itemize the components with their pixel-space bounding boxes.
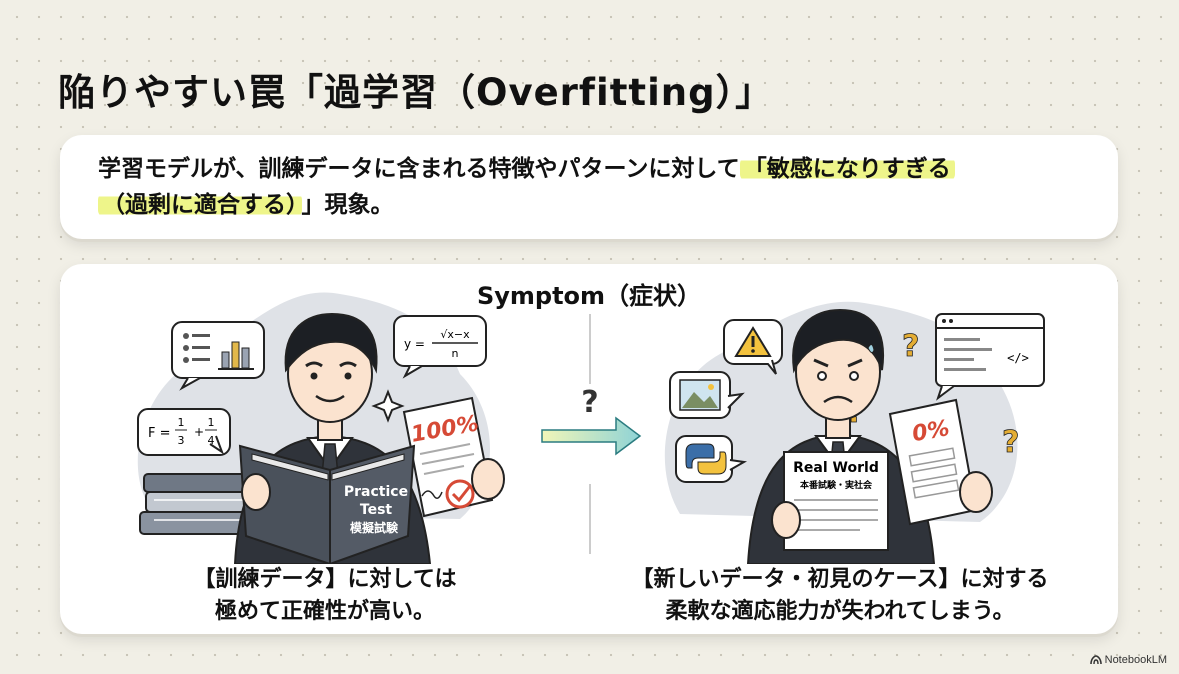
question-mark-icon: ?: [1002, 425, 1019, 460]
left-scene: y = √x−x n F = 1 3 + 1 4: [137, 292, 505, 564]
symptom-card: Symptom（症状） y = √x−x: [60, 264, 1118, 634]
definition-before: 学習モデルが、訓練データに含まれる特徴やパターンに対して: [98, 156, 740, 182]
formula-y: y =: [404, 337, 425, 351]
score-paper-100: 100%: [402, 396, 494, 518]
code-tag: </>: [1007, 351, 1029, 365]
transition-arrow: ?: [541, 314, 642, 554]
caption-right: 【新しいデータ・初見のケース】に対する柔軟な適応能力が失われてしまう。: [620, 564, 1060, 628]
book-label-test: Test: [360, 502, 393, 518]
frac2-den: 4: [208, 434, 215, 447]
notebooklm-logo-icon: [1089, 655, 1102, 665]
definition-text: 学習モデルが、訓練データに含まれる特徴やパターンに対して「敏感になりすぎる （過剰…: [98, 151, 1098, 223]
formula-bubble: y = √x−x n: [393, 315, 487, 379]
question-mark-center: ?: [581, 385, 598, 420]
sparkle-icon: [371, 389, 405, 423]
frac-plus: +: [194, 425, 204, 439]
page-title: 陥りやすい罠「過学習（Overfitting）」: [58, 71, 774, 114]
frac1-num: 1: [178, 416, 185, 429]
paper-title: Real World: [793, 460, 879, 476]
real-world-paper: Real World 本番試験・実社会: [771, 451, 889, 551]
definition-highlight-2: （過剰に適合する）: [98, 192, 302, 218]
caption-left-line2: 極めて正確性が高い。: [214, 599, 435, 624]
chart-bubble-icon: [171, 321, 265, 391]
stacked-books-icon: [139, 473, 259, 535]
formula-denominator: n: [452, 347, 459, 360]
question-mark-icon: ?: [902, 329, 919, 364]
warning-bubble: [723, 319, 783, 375]
symptom-illustration: y = √x−x n F = 1 3 + 1 4: [137, 292, 1045, 564]
score-paper-0: 0%: [888, 398, 993, 526]
brand-label: NotebookLM: [1104, 654, 1167, 666]
caption-left: 【訓練データ】に対しては極めて正確性が高い。: [130, 564, 520, 628]
formula-numerator: √x−x: [440, 328, 470, 341]
practice-test-book-icon: Practice Test 模擬試験: [238, 444, 416, 564]
definition-card: 学習モデルが、訓練データに含まれる特徴やパターンに対して「敏感になりすぎる （過剰…: [60, 135, 1118, 239]
image-bubble: [669, 371, 745, 419]
formula-f: F =: [148, 426, 171, 441]
right-scene: ? ? ? </>: [664, 301, 1045, 564]
caption-right-line1: 【新しいデータ・初見のケース】に対する: [631, 567, 1049, 592]
paper-subtitle: 本番試験・実社会: [800, 479, 873, 491]
python-bubble: [675, 435, 748, 483]
symptom-title: Symptom（症状）: [476, 282, 702, 310]
fraction-bubble: F = 1 3 + 1 4: [137, 408, 231, 456]
code-window-icon: </>: [935, 313, 1045, 401]
python-icon: [685, 443, 715, 469]
arrow-right-icon: [541, 416, 642, 456]
book-label-practice: Practice: [344, 484, 408, 500]
caption-left-line1: 【訓練データ】に対しては: [193, 567, 457, 592]
caption-right-line2: 柔軟な適応能力が失われてしまう。: [665, 599, 1015, 624]
frac1-den: 3: [178, 434, 185, 447]
definition-highlight-1: 「敏感になりすぎる: [739, 156, 955, 182]
definition-after: 」現象。: [301, 192, 394, 218]
frac2-num: 1: [208, 416, 215, 429]
book-label-jp: 模擬試験: [350, 520, 399, 535]
notebooklm-watermark: NotebookLM: [1089, 654, 1167, 666]
